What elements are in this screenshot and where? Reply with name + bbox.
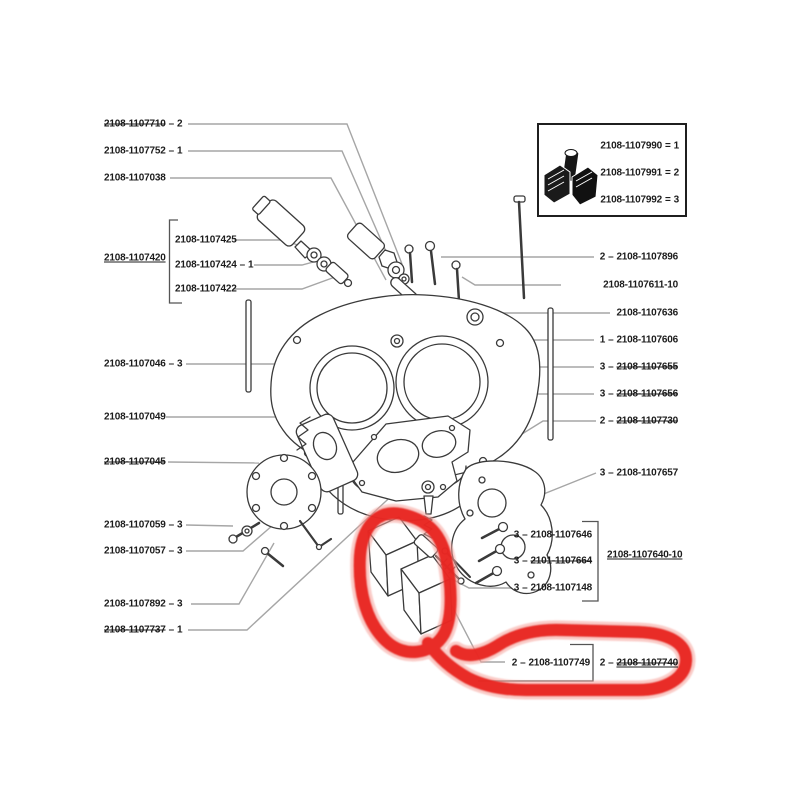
needle-valve-assembly: [346, 222, 420, 305]
repair-kit-legend-box: 2108-1107990=1 2108-1107991=2 2108-11079…: [537, 123, 687, 217]
pump-valve-parts: [421, 480, 435, 539]
carburetor-parts: [228, 195, 554, 635]
accelerator-pump: [228, 413, 359, 568]
idle-jet-solenoid: [252, 195, 353, 288]
legend-row: 2108-1107992=3: [600, 195, 679, 206]
bracket-1107420-group: [168, 219, 182, 304]
body-gasket: [345, 415, 471, 502]
legend-qty: 3: [673, 194, 680, 206]
legend-row: 2108-1107991=2: [600, 168, 679, 179]
legend-equals: =: [664, 140, 671, 152]
legend-row: 2108-1107990=1: [600, 141, 679, 152]
legend-equals: =: [664, 194, 671, 206]
legend-equals: =: [664, 167, 671, 179]
legend-code: 2108-1107992: [600, 194, 662, 206]
legend-qty: 1: [673, 140, 680, 152]
parts-kit-icon: [543, 149, 599, 206]
legend-qty: 2: [673, 167, 680, 179]
legend-code: 2108-1107990: [600, 140, 662, 152]
bracket-1107640-group: [582, 520, 599, 602]
legend-code: 2108-1107991: [600, 167, 662, 179]
plate-screws: [474, 521, 509, 585]
red-marker-highlight: [350, 503, 696, 700]
